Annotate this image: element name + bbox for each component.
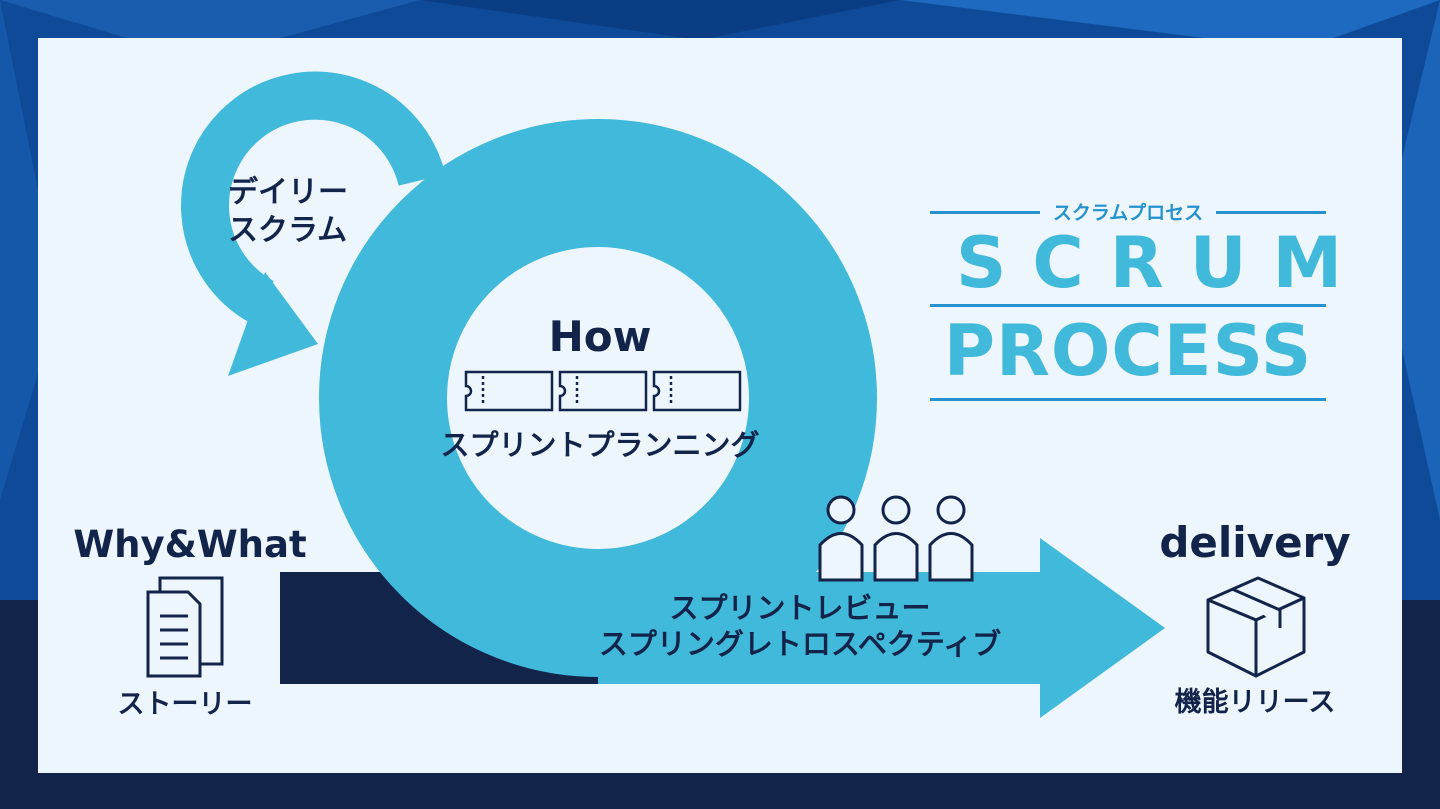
retrospective-text: スプリングレトロスペクティブ [598, 627, 1002, 661]
daily-scrum-line1: デイリー [228, 175, 348, 210]
daily-scrum-label: デイリー スクラム [228, 174, 348, 250]
sprint-review-text: スプリントレビュー [669, 591, 931, 625]
title-line-middle [930, 304, 1326, 307]
release-arrow-shaft [598, 572, 1048, 684]
box-icon [1206, 576, 1306, 678]
title-line-top-right [1216, 211, 1326, 214]
title-line-bottom [930, 398, 1326, 401]
delivery-heading: delivery [1159, 518, 1351, 567]
release-arrow-head [1040, 538, 1165, 718]
daily-scrum-line2: スクラム [228, 213, 348, 248]
title-scrum: SCRUM [956, 222, 1369, 304]
release-caption: 機能リリース [1174, 687, 1336, 718]
title-kana: スクラムプロセス [930, 198, 1326, 225]
sprint-planning-caption: スプリントプランニング [440, 428, 760, 462]
story-caption: ストーリー [117, 689, 253, 720]
why-what-heading: Why&What [73, 523, 307, 566]
daily-loop-arrowhead [228, 272, 318, 376]
review-retro-label: スプリントレビュー スプリングレトロスペクティブ [580, 590, 1020, 662]
title-process: PROCESS [943, 310, 1313, 392]
team-icon [818, 495, 974, 582]
document-icon [146, 576, 224, 678]
how-heading: How [548, 312, 652, 361]
title-line-top-left [930, 211, 1040, 214]
daily-loop [181, 71, 446, 324]
ticket-icon [464, 370, 742, 412]
